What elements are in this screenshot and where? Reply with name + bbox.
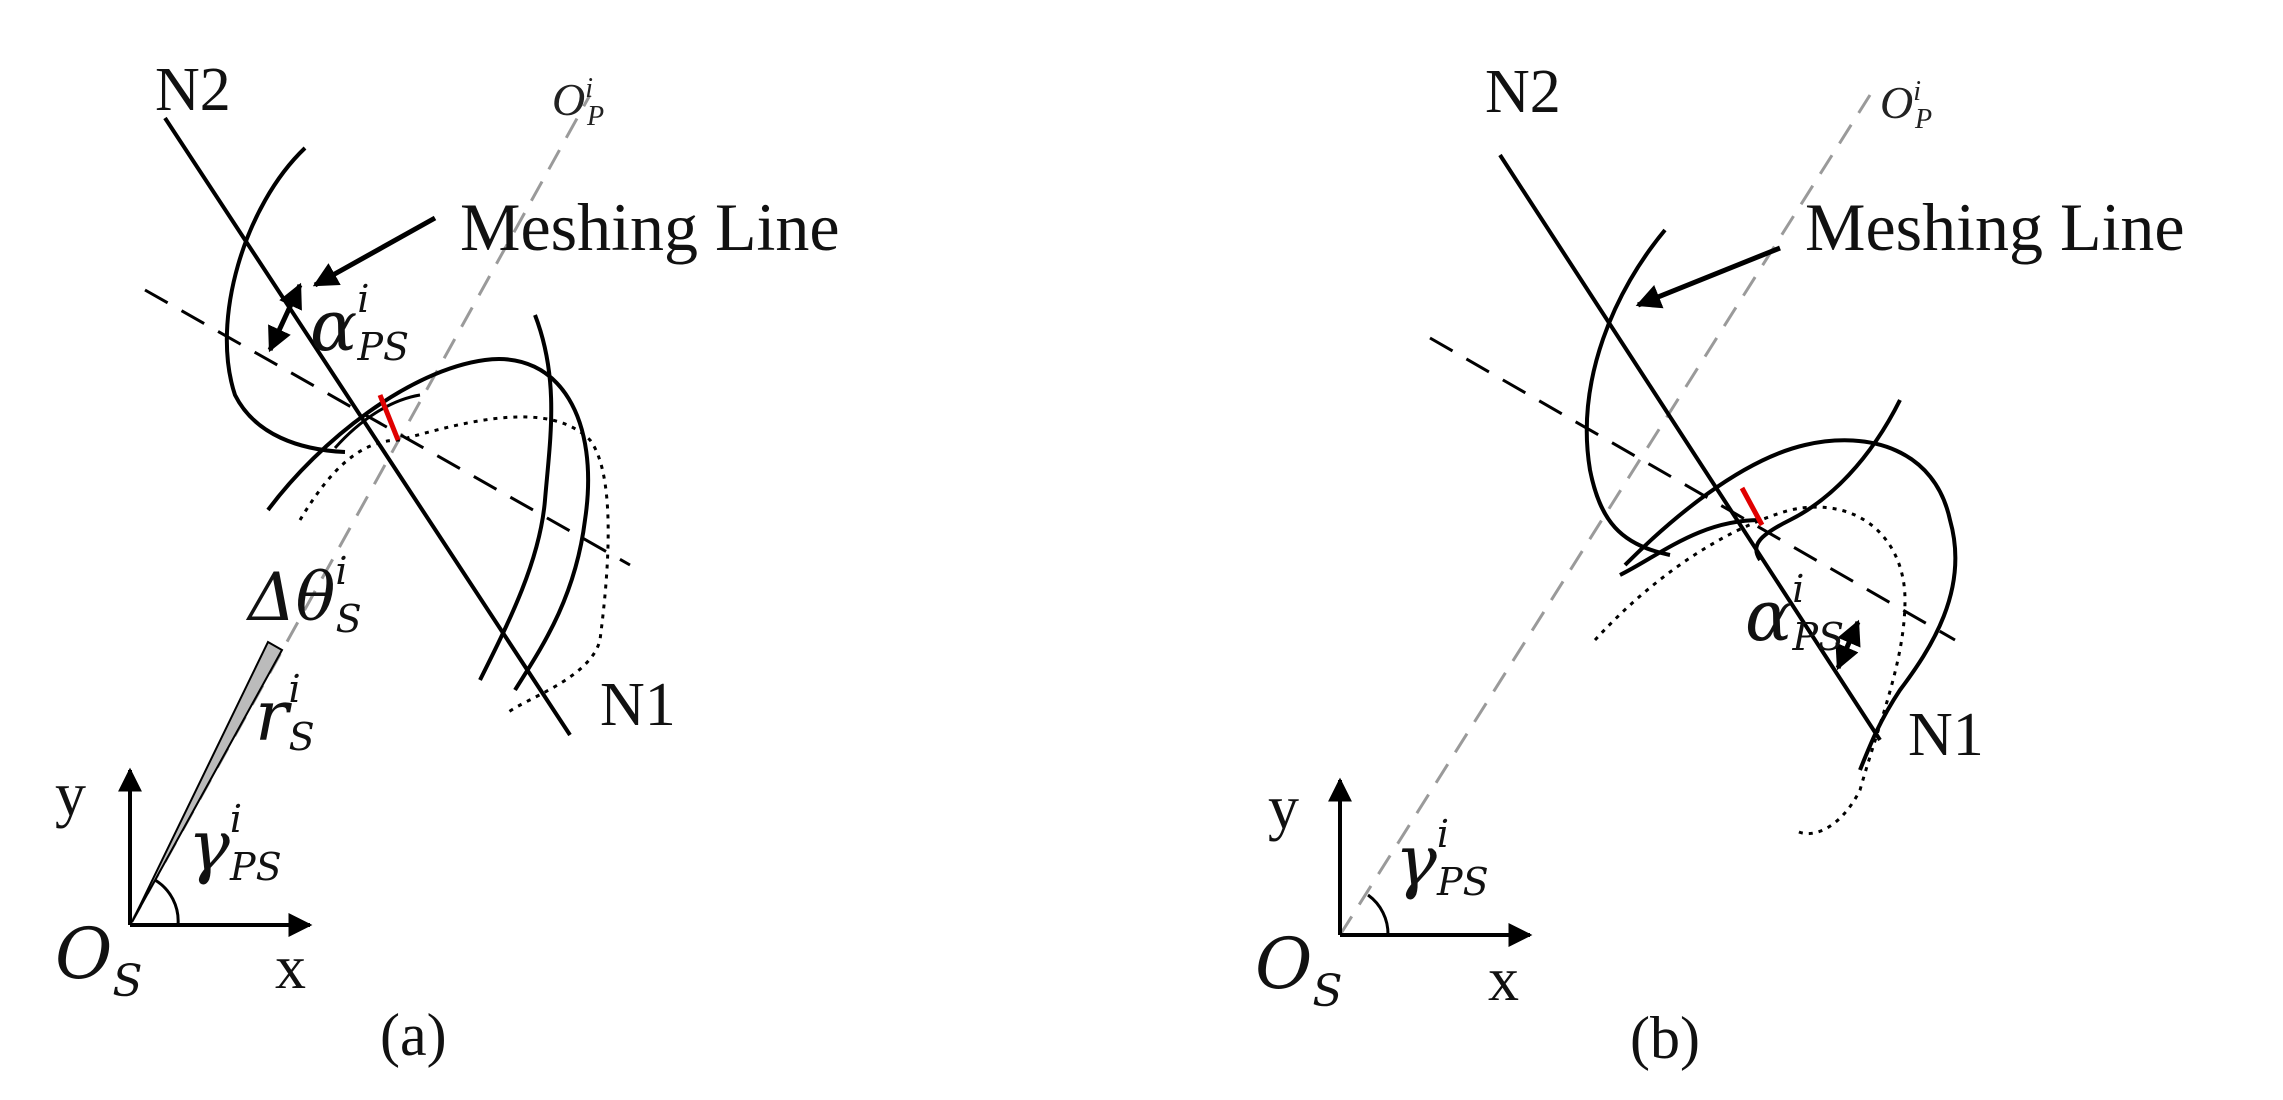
panel-a-meshing-line-label: Meshing Line xyxy=(460,189,840,265)
panel-a-gamma-arc xyxy=(154,878,180,926)
panel-b-right-curve xyxy=(1754,399,1902,562)
panel-a-n2-label: N2 xyxy=(155,56,231,124)
panel-b-caption: (b) xyxy=(1630,1005,1700,1071)
panel-b-dotted-profile xyxy=(1593,505,1907,836)
panel-b-op-line xyxy=(1338,94,1872,936)
panel-a-origin-label: OS xyxy=(55,913,143,1007)
panel-b-rotor-profile xyxy=(1623,438,1958,771)
panel-b-meshing-arrow xyxy=(1635,245,1781,309)
panel-a-alpha-arrow xyxy=(267,282,303,353)
panel-b-meshing-line-curve xyxy=(1584,228,1671,557)
panel-b-tangent-line xyxy=(1429,336,1956,642)
panel-a-caption: (a) xyxy=(380,1002,447,1068)
panel-b-n1-label: N1 xyxy=(1908,701,1984,769)
panel-a-pin-sector xyxy=(131,640,284,923)
panel-a-n1-label: N1 xyxy=(600,671,676,739)
panel-a-upper-arc xyxy=(333,393,421,449)
panel-b-origin-label: OS xyxy=(1255,923,1343,1017)
panel-a-x-label: x xyxy=(275,934,306,1002)
panel-b-meshing-line-label: Meshing Line xyxy=(1805,189,2185,265)
panel-a-rotor-profile xyxy=(266,357,591,692)
panel-b-x-label: x xyxy=(1488,946,1519,1014)
panel-b-n2-label: N2 xyxy=(1485,58,1561,126)
panel-b-contact-segment xyxy=(1739,486,1765,527)
panel-a-lower-arc xyxy=(478,314,554,681)
panel-a-meshing-arrow xyxy=(312,215,437,288)
panel-a-dotted-profile xyxy=(298,415,610,717)
panel-b-gamma-arc xyxy=(1367,893,1390,936)
panel-b-normal-line xyxy=(1498,153,1882,742)
panel-b-alpha-arrow xyxy=(1835,619,1861,671)
panel-a-y-label: y xyxy=(55,761,86,829)
panel-b-lower-arc xyxy=(1619,518,1761,577)
panel-b-y-label: y xyxy=(1268,774,1299,842)
panel-a-meshing-line-curve xyxy=(224,146,346,454)
panel-a-contact-segment xyxy=(377,394,401,441)
